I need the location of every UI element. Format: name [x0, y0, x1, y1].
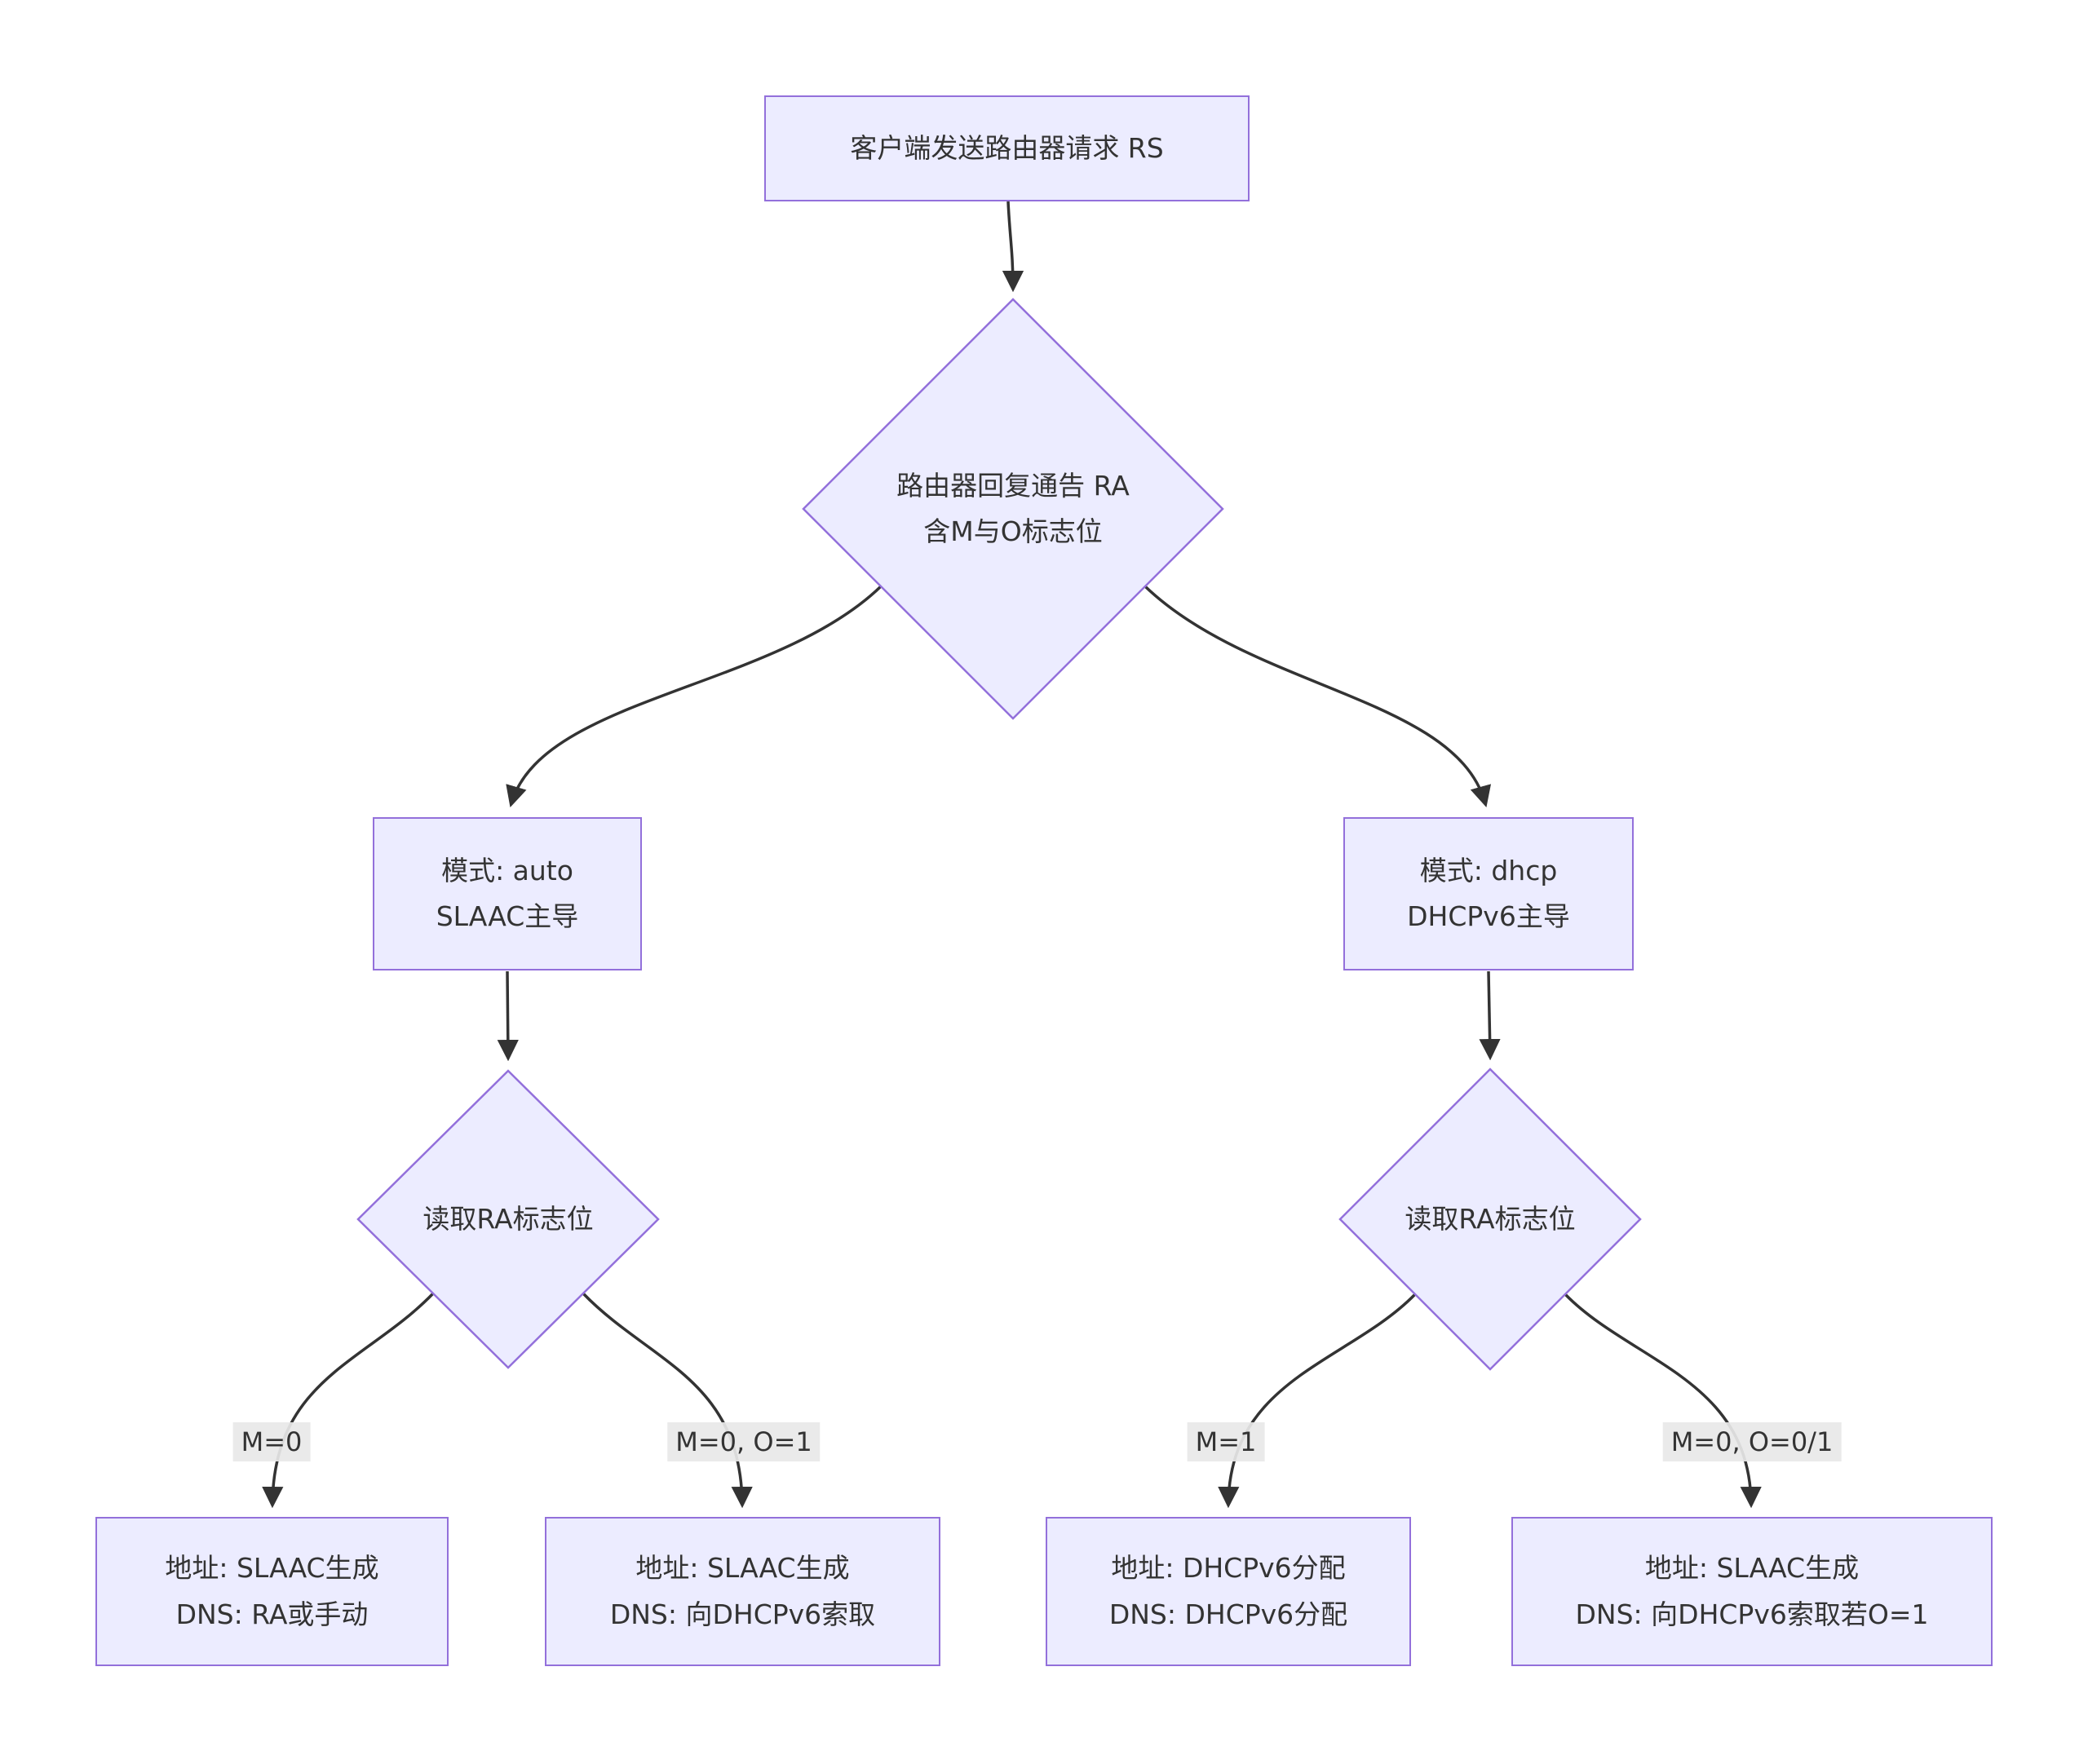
edge-label-m1: M=1	[1187, 1422, 1265, 1461]
decision-read-ra-left-label: 读取RA标志位	[422, 1202, 594, 1235]
edge-read-left-to-result1	[262, 1292, 435, 1509]
node-result2-line2: DNS: 向DHCPv6索取	[609, 1598, 876, 1630]
decision-read-ra-right-diamond	[1338, 1068, 1642, 1371]
edge-rs-to-ra	[1002, 201, 1024, 293]
decision-read-ra-left-diamond	[356, 1069, 660, 1369]
edge-read-left-to-result2	[582, 1292, 753, 1509]
decision-read-ra-right-label: 读取RA标志位	[1405, 1202, 1576, 1235]
node-mode-dhcp: 模式: dhcp DHCPv6主导	[1343, 817, 1634, 970]
node-result4-line2: DNS: 向DHCPv6索取若O=1	[1575, 1598, 1929, 1630]
node-result1-line2: DNS: RA或手动	[175, 1598, 369, 1630]
edge-label-m0: M=0	[232, 1422, 311, 1461]
node-result3-line2: DNS: DHCPv6分配	[1108, 1598, 1348, 1630]
node-mode-dhcp-line2: DHCPv6主导	[1407, 900, 1570, 932]
node-result-slaac-dhcpv6-dns: 地址: SLAAC生成 DNS: 向DHCPv6索取	[545, 1517, 940, 1666]
node-mode-auto: 模式: auto SLAAC主导	[373, 817, 642, 970]
edge-label-m0-o0-1: M=0, O=0/1	[1662, 1422, 1842, 1461]
edge-mode-dhcp-to-read-right	[1479, 970, 1501, 1061]
node-client-rs-label: 客户端发送路由器请求 RS	[850, 131, 1164, 164]
node-result4-line1: 地址: SLAAC生成	[1644, 1552, 1860, 1585]
edge-mode-auto-to-read-left	[497, 970, 519, 1062]
edge-ra-to-mode-auto	[506, 585, 883, 808]
decision-ra-line1: 路由器回复通告 RA	[896, 469, 1130, 502]
node-client-rs: 客户端发送路由器请求 RS	[764, 95, 1250, 201]
node-result-slaac-ra-dns: 地址: SLAAC生成 DNS: RA或手动	[95, 1517, 449, 1666]
node-result2-line1: 地址: SLAAC生成	[635, 1552, 850, 1585]
edge-ra-to-mode-dhcp	[1144, 585, 1492, 808]
node-result3-line1: 地址: DHCPv6分配	[1111, 1552, 1346, 1585]
decision-ra-label: 路由器回复通告 RA 含M与O标志位	[896, 463, 1130, 555]
decision-ra-line2: 含M与O标志位	[923, 515, 1103, 547]
node-mode-auto-line1: 模式: auto	[441, 854, 573, 886]
node-mode-auto-line2: SLAAC主导	[436, 900, 579, 932]
node-result-dhcpv6-full: 地址: DHCPv6分配 DNS: DHCPv6分配	[1046, 1517, 1411, 1666]
decision-ra-diamond	[802, 298, 1224, 720]
node-mode-dhcp-line1: 模式: dhcp	[1419, 854, 1558, 886]
node-result1-line1: 地址: SLAAC生成	[165, 1552, 379, 1585]
edge-read-right-to-result4	[1564, 1293, 1762, 1509]
edge-label-m0-o1: M=0, O=1	[667, 1422, 821, 1461]
edge-read-right-to-result3	[1218, 1293, 1417, 1509]
node-result-slaac-optional-dns: 地址: SLAAC生成 DNS: 向DHCPv6索取若O=1	[1511, 1517, 1993, 1666]
